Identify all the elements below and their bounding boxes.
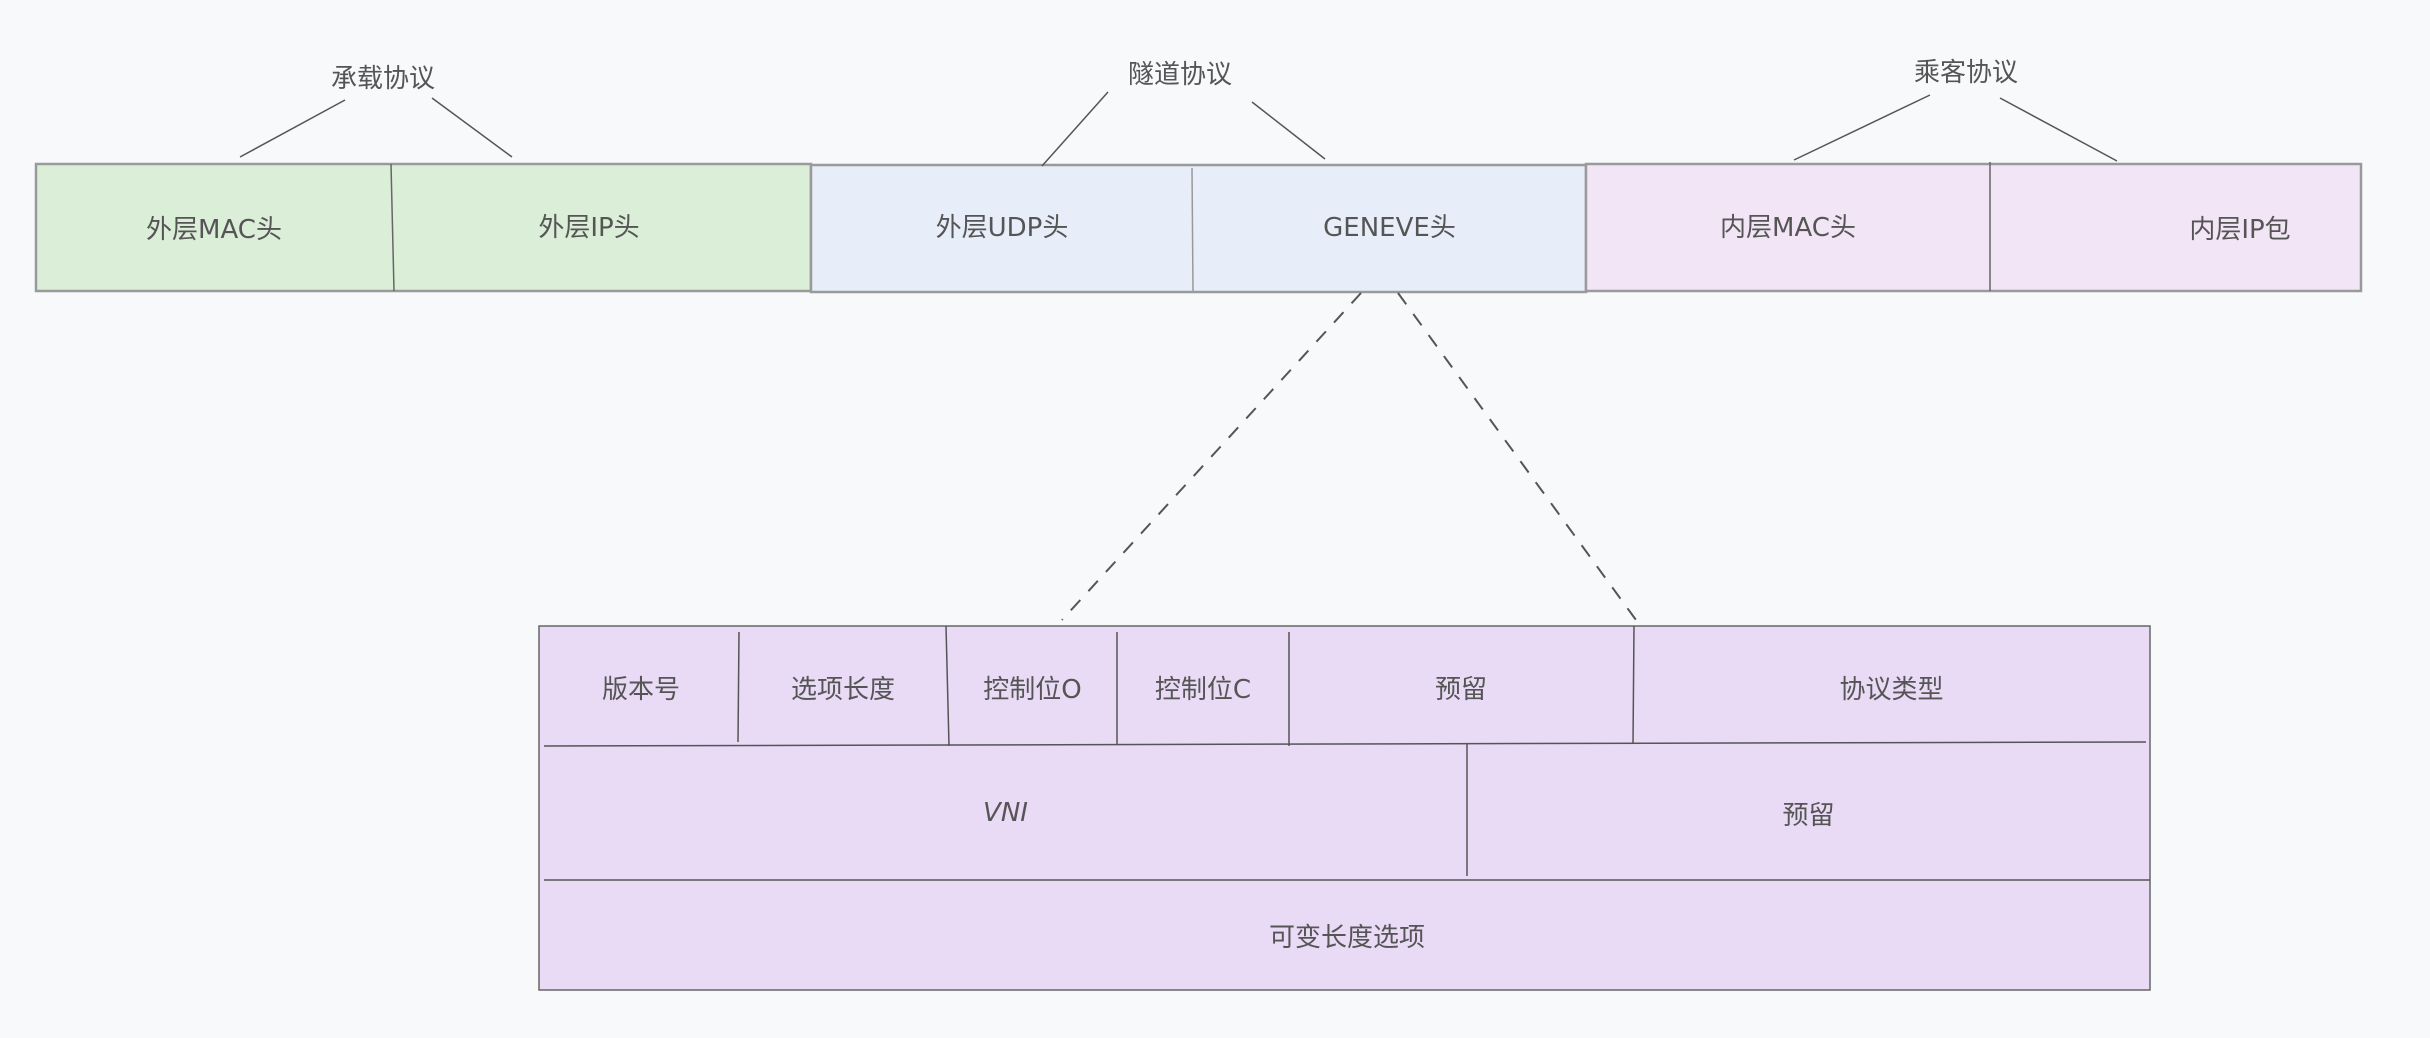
- tunnel-protocol-label: 隧道协议: [1127, 60, 1233, 90]
- carrier-bracket-left: [239, 99, 346, 158]
- variable-length-options-field: 可变长度选项: [1268, 922, 1425, 953]
- control-bit-o-field: 控制位O: [983, 674, 1082, 705]
- version-field: 版本号: [601, 674, 680, 705]
- protocol-type-field: 协议类型: [1839, 674, 1944, 705]
- outer-udp-header: 外层UDP头: [935, 213, 1069, 243]
- zoom-line-right: [1397, 292, 1637, 621]
- geneve-detail-block: [538, 625, 2151, 991]
- carrier-bracket-right: [431, 97, 513, 158]
- vni-field: VNI: [983, 798, 1028, 828]
- tunnel-bracket-right: [1251, 101, 1326, 160]
- inner-ip-packet: 内层IP包: [2189, 215, 2291, 245]
- reserved-field-1: 预留: [1434, 674, 1487, 705]
- div-optlen: [945, 625, 950, 747]
- passenger-bracket-right: [1999, 97, 2118, 162]
- carrier-block: [34, 162, 813, 293]
- row1-bottom: [543, 741, 2147, 747]
- outer-mac-header: 外层MAC头: [146, 215, 282, 245]
- div-version: [737, 631, 740, 743]
- carrier-protocol-label: 承载协议: [330, 64, 436, 94]
- passenger-block: [1584, 162, 2363, 293]
- passenger-protocol-label: 乘客协议: [1913, 58, 2019, 88]
- zoom-line-left: [1061, 292, 1362, 621]
- tunnel-block: [809, 163, 1588, 294]
- inner-mac-header: 内层MAC头: [1720, 213, 1856, 243]
- divider-udp-geneve: [1191, 167, 1194, 293]
- div-reserved1: [1632, 625, 1635, 745]
- option-length-field: 选项长度: [790, 674, 895, 705]
- outer-ip-header: 外层IP头: [538, 213, 640, 243]
- tunnel-bracket-left: [1041, 91, 1109, 167]
- control-bit-c-field: 控制位C: [1154, 674, 1252, 705]
- passenger-bracket-left: [1793, 94, 1931, 161]
- reserved-field-2: 预留: [1782, 800, 1835, 831]
- geneve-header: GENEVE头: [1323, 213, 1456, 243]
- divider-mac-ip: [390, 163, 395, 292]
